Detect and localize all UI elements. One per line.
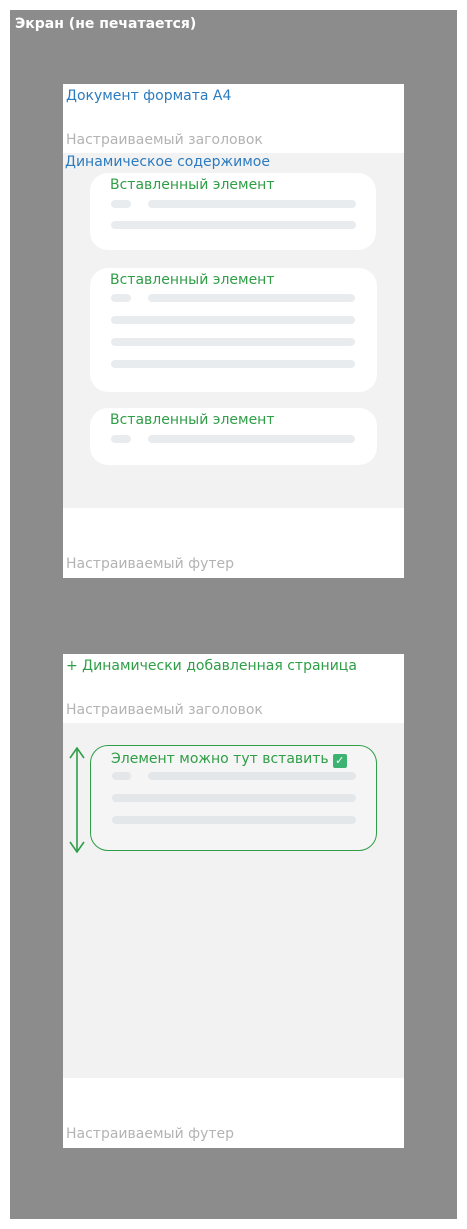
card-3-title: Вставленный элемент [110,412,275,428]
inserted-card-2: Вставленный элемент [90,268,377,392]
placeholder-bar [111,435,131,443]
page-1-title: Документ формата A4 [66,88,232,104]
insertable-card-title: Элемент можно тут вставить [111,751,329,767]
placeholder-bar [111,360,355,368]
inserted-card-1: Вставленный элемент [90,173,376,250]
placeholder-bar [112,816,356,824]
card-1-title: Вставленный элемент [110,177,275,193]
placeholder-bar [148,435,355,443]
placeholder-bar [111,316,355,324]
check-icon: ✓ [332,754,347,768]
placeholder-bar [111,294,131,302]
page-2-header: Настраиваемый заголовок [66,702,263,718]
page-2-footer: Настраиваемый футер [66,1126,235,1142]
vertical-double-arrow-icon [69,746,85,854]
card-2-title: Вставленный элемент [110,272,275,288]
inserted-card-3: Вставленный элемент [90,408,377,465]
placeholder-bar [111,338,355,346]
screen-label: Экран (не печатается) [15,16,197,32]
a4-page-2: + Динамически добавленная страница Настр… [63,654,404,1148]
page-1-footer: Настраиваемый футер [66,556,235,572]
insertable-card: Элемент можно тут вставить✓ [90,745,377,851]
placeholder-bar [112,794,356,802]
page-1-content: Динамическое содержимое Вставленный элем… [63,153,404,508]
placeholder-bar [111,200,131,208]
placeholder-bar [148,294,355,302]
insertable-card-title-row: Элемент можно тут вставить✓ [111,751,347,768]
screen-area: Экран (не печатается) Документ формата A… [10,10,457,1219]
placeholder-bar [111,221,356,229]
placeholder-bar [148,200,356,208]
page-2-content: Элемент можно тут вставить✓ [63,723,404,1078]
a4-page-1: Документ формата A4 Настраиваемый заголо… [63,84,404,578]
dynamic-content-label: Динамическое содержимое [65,154,270,170]
page-1-header: Настраиваемый заголовок [66,132,263,148]
placeholder-bar [148,772,356,780]
page-2-title: + Динамически добавленная страница [66,658,357,674]
placeholder-bar [112,772,131,780]
